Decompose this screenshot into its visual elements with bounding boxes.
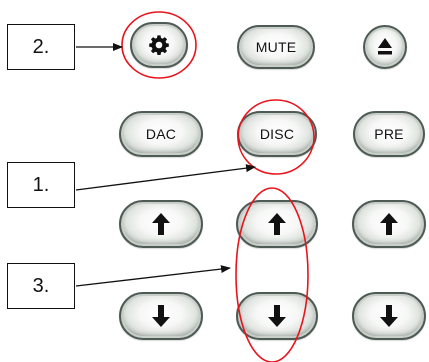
up-button-left[interactable]: [119, 200, 203, 248]
settings-button[interactable]: [130, 22, 188, 68]
dac-button[interactable]: DAC: [119, 111, 203, 157]
up-button-center[interactable]: [236, 200, 318, 248]
callout-box-2: 2.: [7, 24, 75, 70]
disc-button[interactable]: DISC: [237, 111, 317, 157]
callout-label-3: 3.: [32, 274, 50, 297]
callout-label-1: 1.: [32, 173, 50, 196]
callout-box-1: 1.: [7, 162, 75, 208]
arrow-down-icon: [379, 304, 399, 328]
callout-box-3: 3.: [7, 263, 75, 309]
down-button-right[interactable]: [352, 292, 426, 340]
gear-icon: [148, 34, 170, 56]
eject-icon: [377, 37, 393, 57]
up-button-right[interactable]: [352, 200, 426, 248]
callout-label-2: 2.: [32, 35, 50, 58]
eject-button[interactable]: [363, 25, 407, 69]
pointer-arrow-1: [75, 164, 256, 191]
arrow-down-icon: [151, 304, 171, 328]
arrow-up-icon: [267, 212, 287, 236]
mute-button[interactable]: MUTE: [237, 25, 315, 69]
pre-button[interactable]: PRE: [353, 111, 425, 157]
down-button-center[interactable]: [236, 292, 318, 340]
pointer-arrow-3: [75, 265, 231, 287]
disc-label: DISC: [259, 126, 295, 142]
arrow-up-icon: [151, 212, 171, 236]
dac-label: DAC: [145, 126, 177, 142]
arrow-up-icon: [379, 212, 399, 236]
arrow-down-icon: [267, 304, 287, 328]
mute-label: MUTE: [255, 39, 297, 55]
down-button-left[interactable]: [119, 292, 203, 340]
pre-label: PRE: [374, 126, 404, 142]
